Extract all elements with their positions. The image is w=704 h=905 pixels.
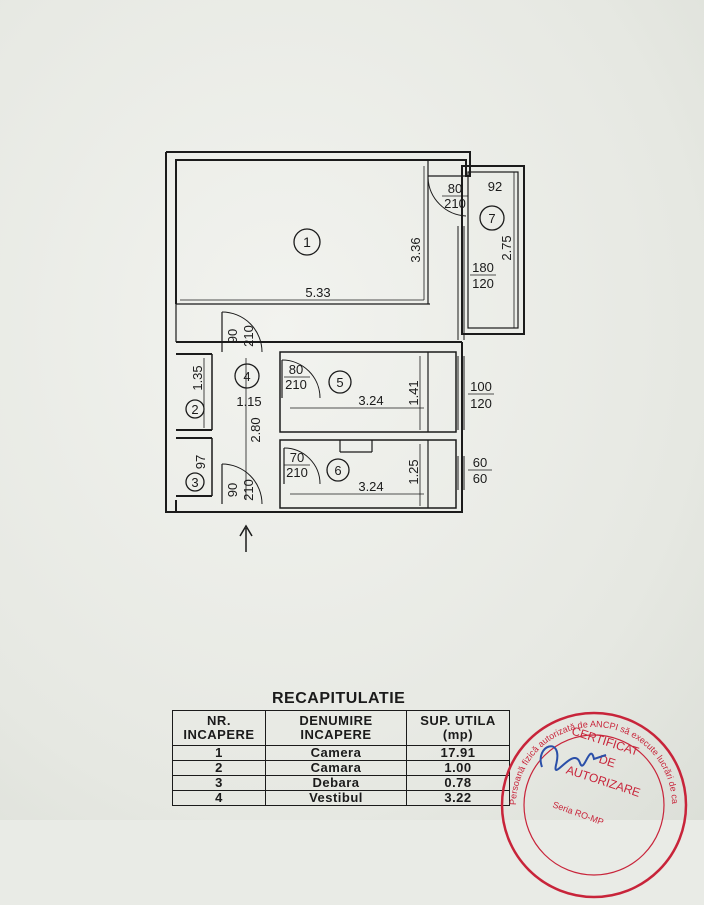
dim-2-80: 2.80 <box>248 417 263 442</box>
dim-1-15: 1.15 <box>236 394 261 409</box>
dim-door-210: 210 <box>444 196 466 211</box>
room-number-7: 7 <box>488 211 495 226</box>
recap-cell-area: 3.22 <box>406 790 510 806</box>
dim-5-33: 5.33 <box>305 285 330 300</box>
room-number-5: 5 <box>336 375 343 390</box>
stamp-arc-text: Persoană fizică autorizată de ANCPI să e… <box>494 705 680 805</box>
dim-door-90a: 90 <box>225 329 240 343</box>
dim-window-120b: 120 <box>470 396 492 411</box>
recap-table: NR. INCAPERE DENUMIRE INCAPERE SUP. UTIL… <box>172 710 510 806</box>
room-number-3: 3 <box>191 475 198 490</box>
dim-0-97: 97 <box>193 455 208 469</box>
signature-icon <box>539 745 607 771</box>
recap-cell-nr: 1 <box>172 745 266 761</box>
recap-cell-name: Vestibul <box>265 790 407 806</box>
room-number-6: 6 <box>334 463 341 478</box>
dim-window-60b: 60 <box>473 471 487 486</box>
room-number-2: 2 <box>191 402 198 417</box>
stamp-seria: Seria RO-MP <box>551 799 605 827</box>
dim-door-80: 80 <box>448 181 462 196</box>
paper-background <box>0 0 704 820</box>
room-number-1: 1 <box>303 234 311 250</box>
dim-door-210a: 210 <box>241 325 256 347</box>
stamp-de: DE <box>597 752 617 770</box>
recap-cell-nr: 2 <box>172 760 266 776</box>
recap-header-nr: NR. INCAPERE <box>172 710 266 746</box>
dim-92: 92 <box>488 179 502 194</box>
dim-window-120: 120 <box>472 276 494 291</box>
authorization-stamp: Persoană fizică autorizată de ANCPI să e… <box>494 705 688 899</box>
recap-header-area: SUP. UTILA (mp) <box>406 710 510 746</box>
dim-door-210b: 210 <box>285 377 307 392</box>
recap-cell-name: Camera <box>265 745 407 761</box>
dim-door-210d: 210 <box>241 479 256 501</box>
recap-header-name: DENUMIRE INCAPERE <box>265 710 407 746</box>
room-number-4: 4 <box>243 369 250 384</box>
floor-plan: 1 4 5 6 2 3 7 5.33 3.36 2.75 80 210 92 1… <box>165 151 525 552</box>
dim-door-70: 70 <box>290 450 304 465</box>
dim-window-100: 100 <box>470 379 492 394</box>
recap-cell-nr: 3 <box>172 775 266 791</box>
table-row: 1 Camera 17.91 <box>172 745 510 761</box>
recap-cell-nr: 4 <box>172 790 266 806</box>
recap-header-row: NR. INCAPERE DENUMIRE INCAPERE SUP. UTIL… <box>172 710 510 746</box>
dim-window-60a: 60 <box>473 455 487 470</box>
table-row: 4 Vestibul 3.22 <box>172 790 510 806</box>
dim-2-75: 2.75 <box>499 235 514 260</box>
dim-1-25: 1.25 <box>406 459 421 484</box>
recap-cell-area: 17.91 <box>406 745 510 761</box>
dim-3-24b: 3.24 <box>358 479 383 494</box>
table-row: 3 Debara 0.78 <box>172 775 510 791</box>
dim-1-41: 1.41 <box>406 380 421 405</box>
recap-cell-name: Camara <box>265 760 407 776</box>
dim-door-210c: 210 <box>286 465 308 480</box>
dim-3-24a: 3.24 <box>358 393 383 408</box>
recap-cell-name: Debara <box>265 775 407 791</box>
table-row: 2 Camara 1.00 <box>172 760 510 776</box>
dim-door-90c: 90 <box>225 483 240 497</box>
dim-3-36: 3.36 <box>408 237 423 262</box>
dim-window-180: 180 <box>472 260 494 275</box>
dim-1-35: 1.35 <box>190 365 205 390</box>
recap-cell-area: 0.78 <box>406 775 510 791</box>
recap-title: RECAPITULATIE <box>272 690 406 707</box>
stamp-autorizare: AUTORIZARE <box>564 763 642 800</box>
svg-text:Persoană fizică autorizată de: Persoană fizică autorizată de ANCPI să e… <box>494 705 680 805</box>
dim-door-80b: 80 <box>289 362 303 377</box>
